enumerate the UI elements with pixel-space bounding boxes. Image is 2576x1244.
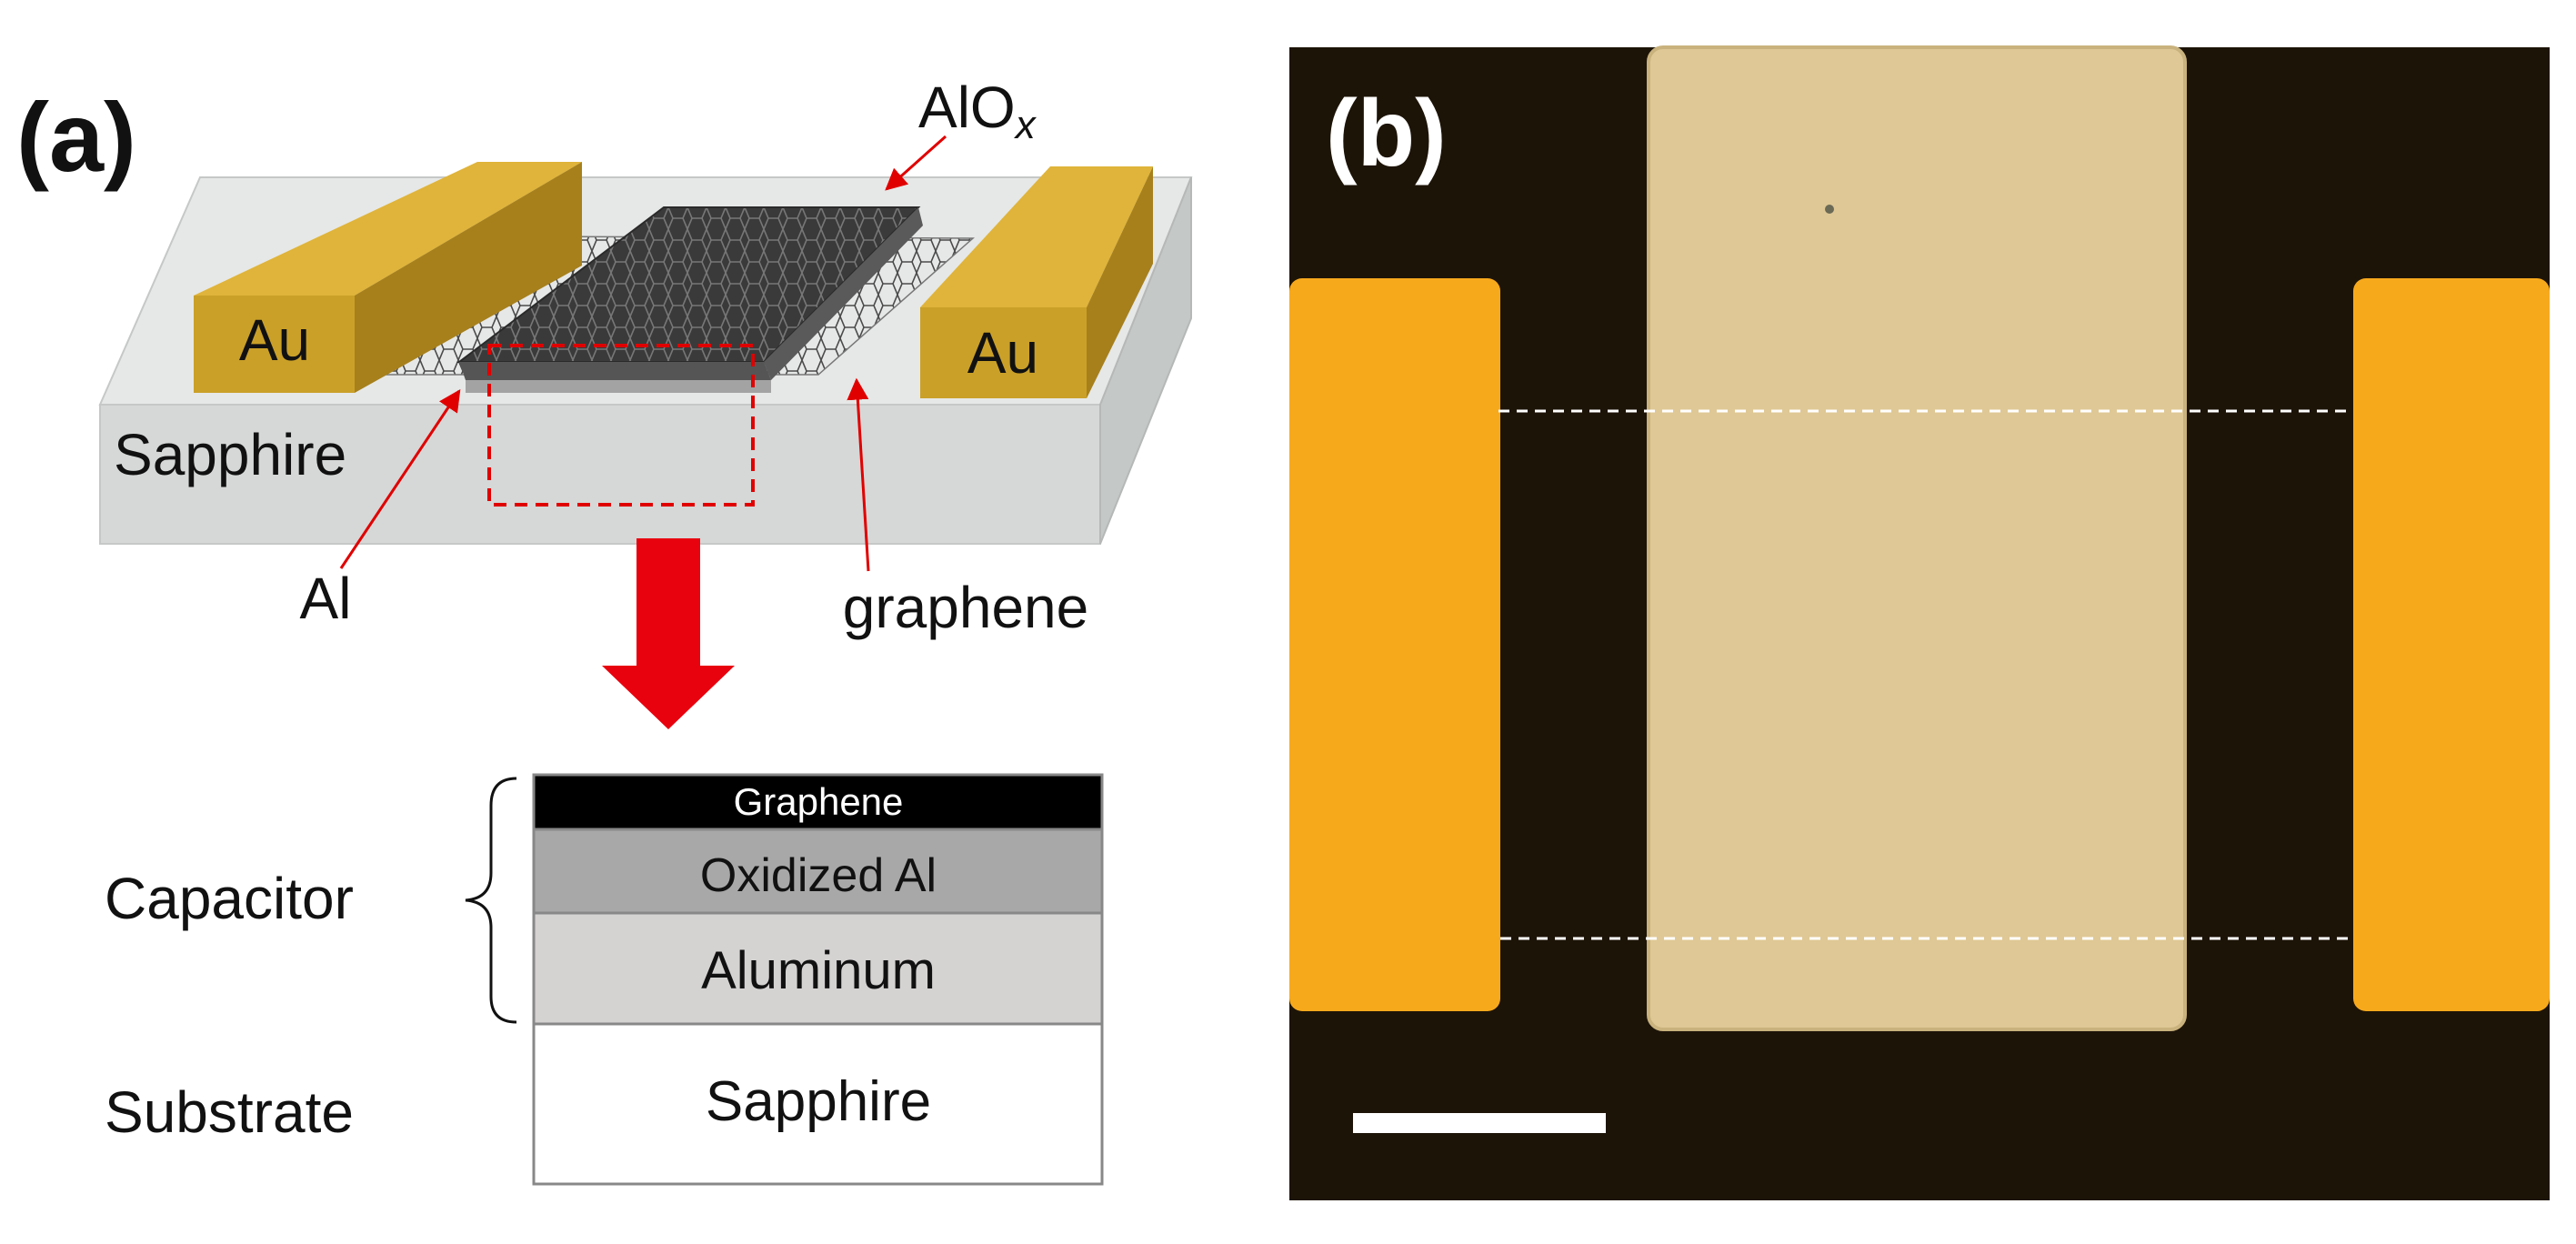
au-left-side xyxy=(355,162,582,393)
sapphire-label: Sapphire xyxy=(114,422,346,487)
stack-layer-graphene-label: Graphene xyxy=(734,780,904,823)
alox-strip xyxy=(456,206,923,393)
cross-section-box xyxy=(487,344,755,507)
al-arrow xyxy=(339,389,461,569)
stack-layer-aluminum-label: Aluminum xyxy=(701,941,936,1000)
stack-layer-sapphire-label: Sapphire xyxy=(706,1070,931,1133)
panel-b-micrograph: (b) xyxy=(1289,45,2550,1200)
capacitor-brace xyxy=(465,777,517,1024)
stack-layer-oxidized-al-label: Oxidized Al xyxy=(700,849,937,902)
stack-layer-sapphire: Sapphire xyxy=(532,1022,1104,1186)
zoom-down-arrow xyxy=(602,538,735,729)
layer-stack: Graphene Oxidized Al Aluminum Sapphire xyxy=(532,773,1104,1186)
sapphire-side-face xyxy=(1099,176,1192,545)
al-annotation: Al xyxy=(300,389,461,631)
graphene-arrow xyxy=(847,377,870,572)
center-strip-speck xyxy=(1825,205,1834,214)
center-strip-edge xyxy=(1647,45,2187,1031)
alox-front-face xyxy=(459,362,771,380)
scale-bar xyxy=(1353,1113,1606,1133)
al-label: Al xyxy=(300,566,352,631)
alox-label-main: AlO xyxy=(918,75,1016,140)
alox-arrow xyxy=(885,135,947,191)
au-left-top xyxy=(194,162,582,296)
panel-a: (a) Au Au Sa xyxy=(16,75,1193,1186)
al-layer-front-face xyxy=(466,380,771,393)
graphene-annotation: graphene xyxy=(843,377,1088,640)
substrate-group-label: Substrate xyxy=(105,1079,354,1145)
gold-pad-right xyxy=(2353,278,2550,1011)
au-right-front xyxy=(920,307,1087,398)
panel-b-label: (b) xyxy=(1326,81,1447,186)
alox-side-face xyxy=(764,207,923,380)
stack-layer-oxidized-al: Oxidized Al xyxy=(532,828,1104,915)
au-electrode-right: Au xyxy=(920,166,1153,398)
au-right-label: Au xyxy=(967,320,1038,386)
alox-label-subscript: x xyxy=(1014,103,1037,147)
stack-layer-graphene: Graphene xyxy=(532,773,1104,831)
center-strip xyxy=(1649,47,2185,1029)
gold-pad-left xyxy=(1289,278,1500,1011)
panel-a-label: (a) xyxy=(16,82,136,192)
capacitor-group-label: Capacitor xyxy=(105,866,354,931)
au-electrode-left: Au xyxy=(194,162,582,393)
graphene-label: graphene xyxy=(843,575,1088,640)
alox-label: AlOx xyxy=(918,75,1037,147)
stack-layer-aluminum: Aluminum xyxy=(532,911,1104,1026)
au-right-side xyxy=(1087,166,1153,398)
au-left-label: Au xyxy=(239,307,310,373)
au-right-top xyxy=(920,166,1153,307)
alox-annotation: AlOx xyxy=(885,75,1037,191)
au-left-front xyxy=(194,296,355,393)
